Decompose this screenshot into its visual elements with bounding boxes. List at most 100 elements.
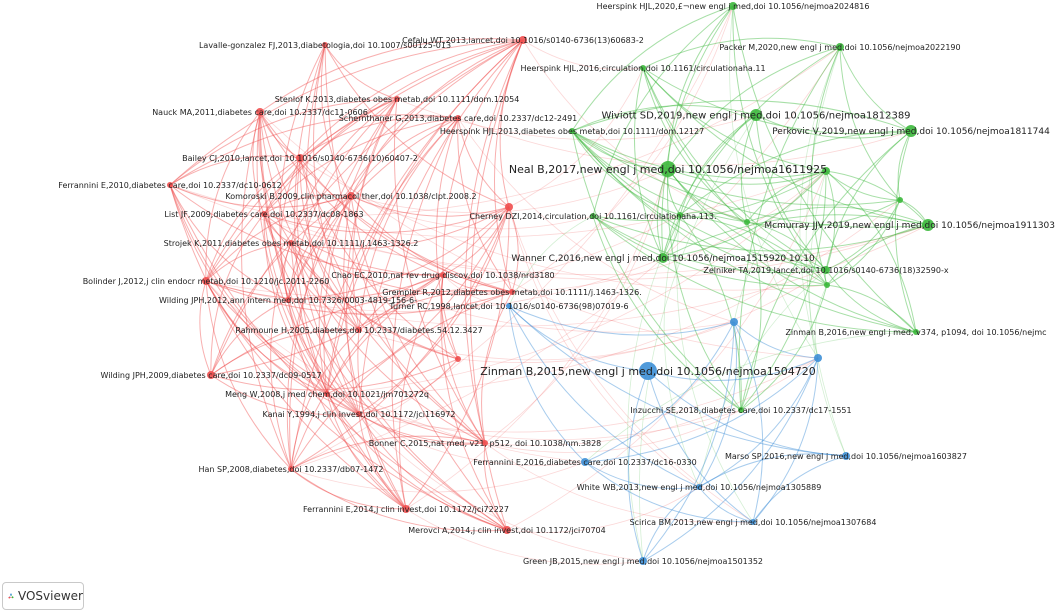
publication-label[interactable]: Heerspink HJL,2016,circulation,doi 10.11… [520, 64, 765, 73]
publication-node[interactable] [905, 125, 917, 137]
publication-label[interactable]: Inzucchi SE,2018,diabetes care,doi 10.23… [630, 406, 851, 415]
publication-node[interactable] [288, 240, 294, 246]
publication-label[interactable]: Neal B,2017,new engl j med,doi 10.1056/n… [509, 163, 827, 176]
publication-label[interactable]: Packer M,2020,new engl j med,doi 10.1056… [719, 43, 960, 52]
publication-label[interactable]: Meng W,2008,j med chem,doi 10.1021/jm701… [225, 390, 429, 399]
publication-node[interactable] [322, 42, 328, 48]
publication-label[interactable]: Wilding JPH,2012,ann intern med,doi 10.7… [159, 296, 417, 305]
publication-node[interactable] [913, 329, 919, 335]
publication-label[interactable]: Mcmurray JJV,2019,new engl j med,doi 10.… [764, 221, 1055, 231]
publication-label[interactable]: Wanner C,2016,new engl j med,doi 10.1056… [511, 254, 815, 264]
publication-node[interactable] [509, 289, 515, 295]
publication-node[interactable] [842, 452, 850, 460]
publication-node[interactable] [639, 557, 647, 565]
publication-node[interactable] [324, 391, 330, 397]
publication-label[interactable]: Stenlof K,2013,diabetes obes metab,doi 1… [275, 95, 520, 104]
citation-link [290, 274, 444, 470]
publication-label[interactable]: Wilding JPH,2009,diabetes care,doi 10.23… [100, 371, 321, 380]
publication-label[interactable]: White WB,2013,new engl j med,doi 10.1056… [577, 483, 822, 492]
citation-link [740, 170, 827, 411]
publication-node[interactable] [288, 466, 294, 472]
publication-node[interactable] [814, 354, 822, 362]
publication-node[interactable] [519, 36, 527, 44]
publication-label[interactable]: Marso SP,2016,new engl j med,doi 10.1056… [725, 452, 967, 461]
publication-node[interactable] [744, 219, 750, 225]
publication-node[interactable] [660, 161, 676, 177]
publication-node[interactable] [482, 440, 488, 446]
publication-node[interactable] [261, 211, 267, 217]
publication-node[interactable] [750, 519, 756, 525]
publication-label[interactable]: Grempler R,2012,diabetes obes metab,doi … [382, 288, 641, 297]
publication-node[interactable] [836, 43, 844, 51]
publication-node[interactable] [347, 192, 355, 200]
publication-node[interactable] [505, 203, 513, 211]
publication-node[interactable] [455, 356, 461, 362]
publication-node[interactable] [285, 297, 291, 303]
publication-label[interactable]: Bailey CJ,2010,lancet,doi 10.1016/s0140-… [182, 154, 418, 163]
publication-label[interactable]: Zinman B,2016,new engl j med, v374, p109… [785, 328, 1046, 337]
publication-node[interactable] [402, 505, 410, 513]
publication-label[interactable]: Strojek K,2011,diabetes obes metab,doi 1… [164, 239, 419, 248]
publication-label[interactable]: Turner RC,1998,lancet,doi 10.1016/s0140-… [388, 302, 628, 311]
publication-node[interactable] [394, 96, 400, 102]
publication-label[interactable]: Heerspink HJL,2020,£¬new engl j med,doi … [597, 2, 870, 11]
publication-label[interactable]: Han SP,2008,diabetes,doi 10.2337/db07-14… [199, 465, 384, 474]
publication-label[interactable]: Ferrannini E,2010,diabetes care,doi 10.2… [58, 181, 281, 190]
publication-node[interactable] [677, 212, 683, 218]
publication-node[interactable] [696, 484, 702, 490]
publication-node[interactable] [440, 272, 446, 278]
publication-label[interactable]: List JF,2009,diabetes care,doi 10.2337/d… [164, 210, 363, 219]
publication-node[interactable] [729, 2, 737, 10]
publication-node[interactable] [503, 526, 511, 534]
publication-node[interactable] [581, 458, 589, 466]
publication-label[interactable]: Heerspink HJL,2013,diabetes obes metab,d… [440, 127, 704, 136]
publication-node[interactable] [569, 128, 575, 134]
publication-node[interactable] [506, 303, 512, 309]
publication-node[interactable] [356, 327, 362, 333]
publication-node[interactable] [822, 167, 830, 175]
publication-node[interactable] [639, 362, 657, 380]
publication-node[interactable] [356, 411, 362, 417]
publication-label[interactable]: Ferrannini E,2014,j clin invest,doi 10.1… [303, 505, 509, 514]
publication-node[interactable] [822, 266, 830, 274]
publication-label[interactable]: Ferrannini E,2016,diabetes care,doi 10.2… [473, 458, 696, 467]
publication-node[interactable] [590, 213, 596, 219]
publication-node[interactable] [730, 318, 738, 326]
publication-label[interactable]: Chao EC,2010,nat rev drug discov,doi 10.… [331, 271, 554, 280]
publication-label[interactable]: Cefalu WT,2013,lancet,doi 10.1016/s0140-… [402, 36, 644, 45]
publication-node[interactable] [738, 407, 744, 413]
publication-label[interactable]: Rahmoune H,2005,diabetes,doi 10.2337/dia… [235, 326, 482, 335]
publication-node[interactable] [455, 115, 461, 121]
vosviewer-logo[interactable]: VOSviewer [2, 582, 84, 610]
publication-label[interactable]: Komoroski B,2009,clin pharmacol ther,doi… [225, 192, 476, 201]
publication-label[interactable]: Bolinder J,2012,j clin endocr metab,doi … [83, 277, 330, 286]
publication-node[interactable] [922, 219, 934, 231]
publication-label[interactable]: Nauck MA,2011,diabetes care,doi 10.2337/… [152, 108, 368, 117]
publication-label[interactable]: Merovci A,2014,j clin invest,doi 10.1172… [408, 526, 605, 535]
publication-label[interactable]: Zinman B,2015,new engl j med,doi 10.1056… [480, 365, 815, 378]
publication-node[interactable] [167, 182, 173, 188]
publication-label[interactable]: Wiviott SD,2019,new engl j med,doi 10.10… [601, 111, 910, 122]
publication-node[interactable] [202, 277, 210, 285]
publication-label[interactable]: Perkovic V,2019,new engl j med,doi 10.10… [772, 127, 1050, 137]
citation-link [259, 111, 513, 293]
publication-label[interactable]: Lavalle-gonzalez FJ,2013,diabetologia,do… [199, 41, 451, 50]
publication-node[interactable] [658, 253, 668, 263]
publication-node[interactable] [296, 154, 304, 162]
publication-label[interactable]: Schernthaner G,2013,diabetes care,doi 10… [339, 114, 578, 123]
citation-link [259, 111, 360, 415]
publication-label[interactable]: Bonner C,2015,nat med, v21, p512, doi 10… [369, 439, 602, 448]
publication-node[interactable] [897, 197, 903, 203]
publication-label[interactable]: Zelniker TA,2019,lancet,doi 10.1016/s014… [703, 266, 948, 275]
publication-label[interactable]: Cherney DZI,2014,circulation,doi 10.1161… [469, 212, 716, 221]
publication-node[interactable] [207, 371, 215, 379]
citation-link [350, 195, 594, 230]
publication-node[interactable] [640, 65, 646, 71]
publication-node[interactable] [750, 109, 762, 121]
publication-label[interactable]: Kanai Y,1994,j clin invest,doi 10.1172/j… [263, 410, 456, 419]
publication-label[interactable]: Scirica BM,2013,new engl j med,doi 10.10… [630, 518, 877, 527]
publication-label[interactable]: Green JB,2015,new engl j med,doi 10.1056… [523, 557, 763, 566]
citation-link [571, 5, 734, 132]
publication-node[interactable] [256, 108, 264, 116]
publication-node[interactable] [824, 282, 830, 288]
